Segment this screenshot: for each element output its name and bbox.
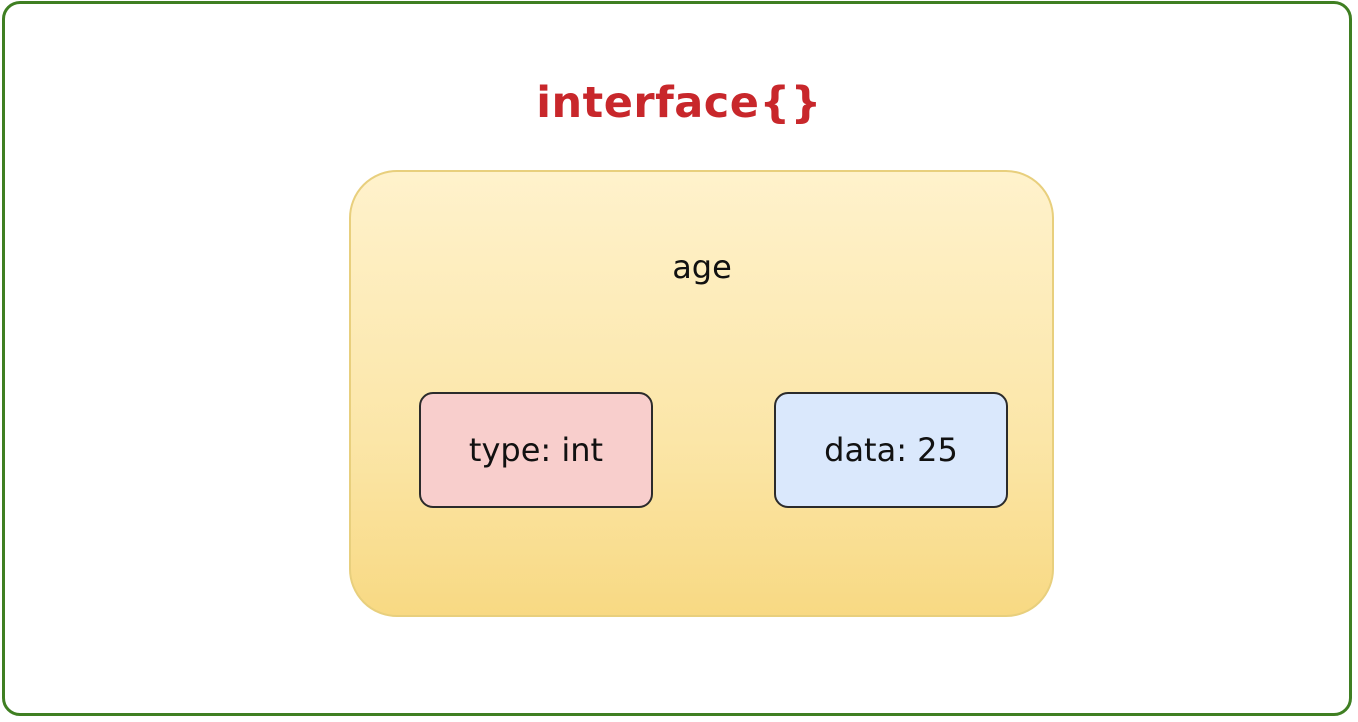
data-field-label: data: 25 bbox=[824, 431, 958, 469]
type-field-label: type: int bbox=[468, 431, 604, 469]
data-field-box: data: 25 bbox=[774, 392, 1008, 508]
type-field-box: type: int bbox=[419, 392, 653, 508]
diagram-title: interface{} bbox=[536, 78, 822, 128]
container-label: age bbox=[672, 248, 732, 286]
